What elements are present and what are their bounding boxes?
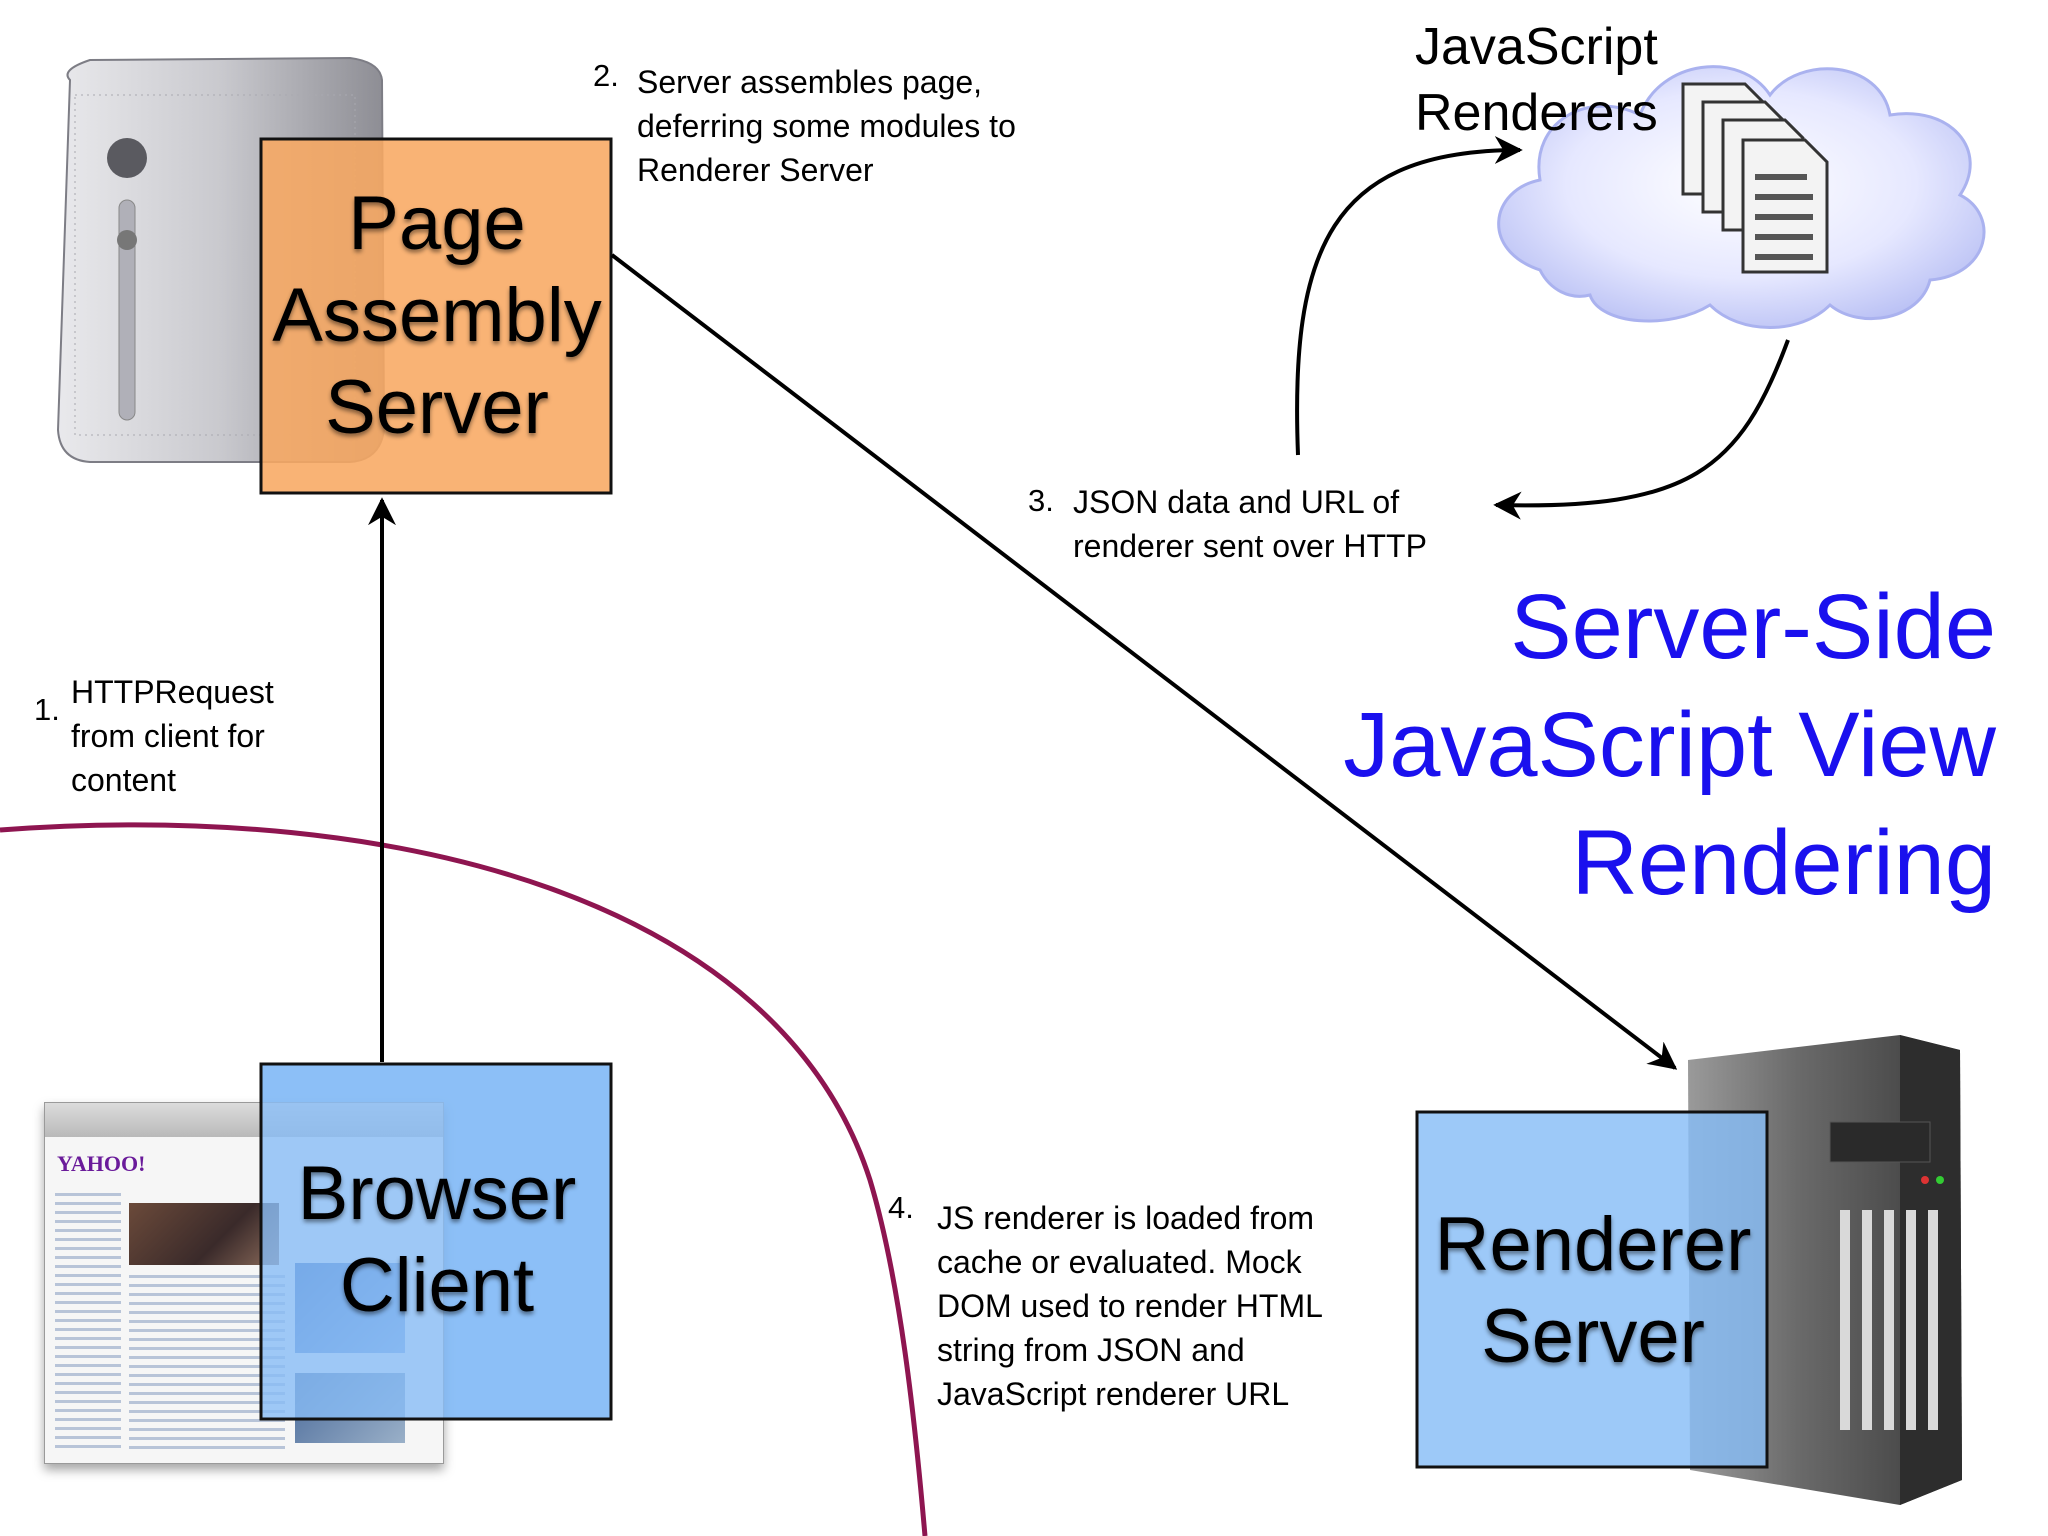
page-assembly-server-label: Page Assembly Server [272, 181, 602, 450]
step-3-text: JSON data and URL of renderer sent over … [1073, 484, 1427, 564]
step-1-number: 1. [34, 692, 60, 727]
title-line-1: Server-Side [1510, 576, 1996, 678]
yahoo-logo: YAHOO! [57, 1151, 146, 1176]
title-line-2: JavaScript View [1343, 694, 1996, 796]
page-assembly-box [259, 137, 613, 495]
diagram-title: Server-Side JavaScript View Rendering [1343, 568, 1996, 922]
documents-icon [1681, 82, 1829, 274]
step-4-number: 4. [888, 1190, 914, 1225]
step-1-text: HTTPRequest from client for content [71, 674, 274, 798]
javascript-renderers-label: JavaScript Renderers [1415, 18, 1658, 142]
renderer-server-label: Renderer Server [1434, 1202, 1752, 1379]
arrow-back-from-cloud [1493, 339, 1790, 520]
screenshot-news-image [129, 1203, 279, 1265]
browser-client-box-overlay [259, 1062, 613, 1421]
screenshot-center-column [129, 1275, 285, 1455]
arrow-to-renderer [610, 253, 1678, 1070]
step-2-text: Server assembles page, deferring some mo… [637, 64, 1016, 188]
step-2-number: 2. [593, 58, 619, 93]
title-line-3: Rendering [1571, 812, 1996, 914]
renderer-server-box [1415, 1110, 1769, 1469]
step-3-number: 3. [1028, 483, 1054, 518]
browser-client-label: Browser Client [297, 1151, 577, 1328]
step-4-text: JS renderer is loaded from cache or eval… [937, 1200, 1323, 1412]
screenshot-left-column [55, 1193, 121, 1453]
arrow-up-to-renderers [1295, 136, 1523, 456]
network-boundary-curve [0, 822, 928, 1536]
